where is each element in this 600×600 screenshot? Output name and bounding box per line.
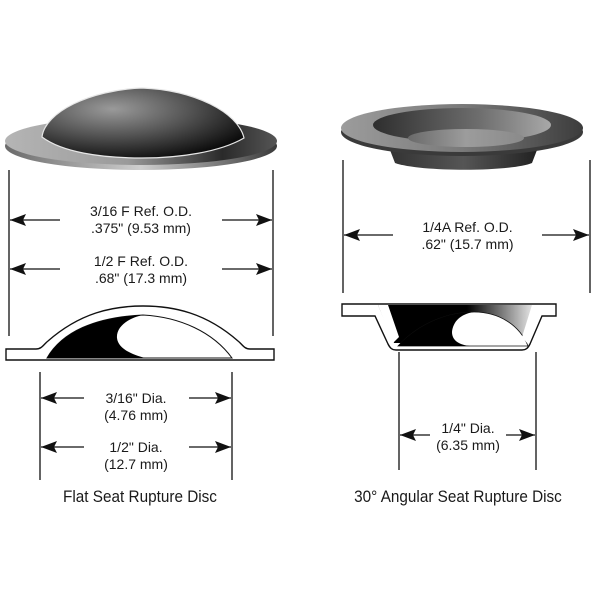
angular-seat-disc-render xyxy=(341,104,583,170)
ref-od-1-2-line2: .68" (17.3 mm) xyxy=(94,270,188,286)
dia-1-2-line1: 1/2" Dia. xyxy=(109,439,163,455)
ref-od-3-16-line1: 3/16 F Ref. O.D. xyxy=(90,203,192,219)
ref-od-1-4a-line2: .62" (15.7 mm) xyxy=(421,236,514,252)
ref-od-3-16-label: 3/16 F Ref. O.D. .375" (9.53 mm) xyxy=(63,203,219,237)
ref-od-1-2-label: 1/2 F Ref. O.D. .68" (17.3 mm) xyxy=(63,253,219,287)
flat-seat-caption: Flat Seat Rupture Disc xyxy=(63,487,217,506)
dia-1-4-line1: 1/4" Dia. xyxy=(441,420,495,436)
ref-od-1-4a-label: 1/4A Ref. O.D. .62" (15.7 mm) xyxy=(395,219,540,253)
right-arrowheads xyxy=(344,229,589,441)
dia-1-4-line2: (6.35 mm) xyxy=(436,437,500,453)
angular-seat-caption: 30° Angular Seat Rupture Disc xyxy=(354,487,562,506)
ref-od-1-4a-line1: 1/4A Ref. O.D. xyxy=(422,219,513,235)
dia-1-4-label: 1/4" Dia. (6.35 mm) xyxy=(430,420,506,454)
dia-3-16-line1: 3/16" Dia. xyxy=(105,390,167,406)
ref-od-3-16-line2: .375" (9.53 mm) xyxy=(91,220,191,236)
flat-seat-disc-render xyxy=(5,87,277,170)
dia-3-16-label: 3/16" Dia. (4.76 mm) xyxy=(86,390,186,424)
dia-3-16-line2: (4.76 mm) xyxy=(104,407,168,423)
left-arrowheads xyxy=(10,214,272,453)
angular-seat-cross-section xyxy=(341,303,557,351)
ref-od-1-2-line1: 1/2 F Ref. O.D. xyxy=(93,253,189,269)
flat-seat-cross-section xyxy=(5,305,275,361)
dia-1-2-line2: (12.7 mm) xyxy=(104,456,168,472)
dia-1-2-label: 1/2" Dia. (12.7 mm) xyxy=(86,439,186,473)
